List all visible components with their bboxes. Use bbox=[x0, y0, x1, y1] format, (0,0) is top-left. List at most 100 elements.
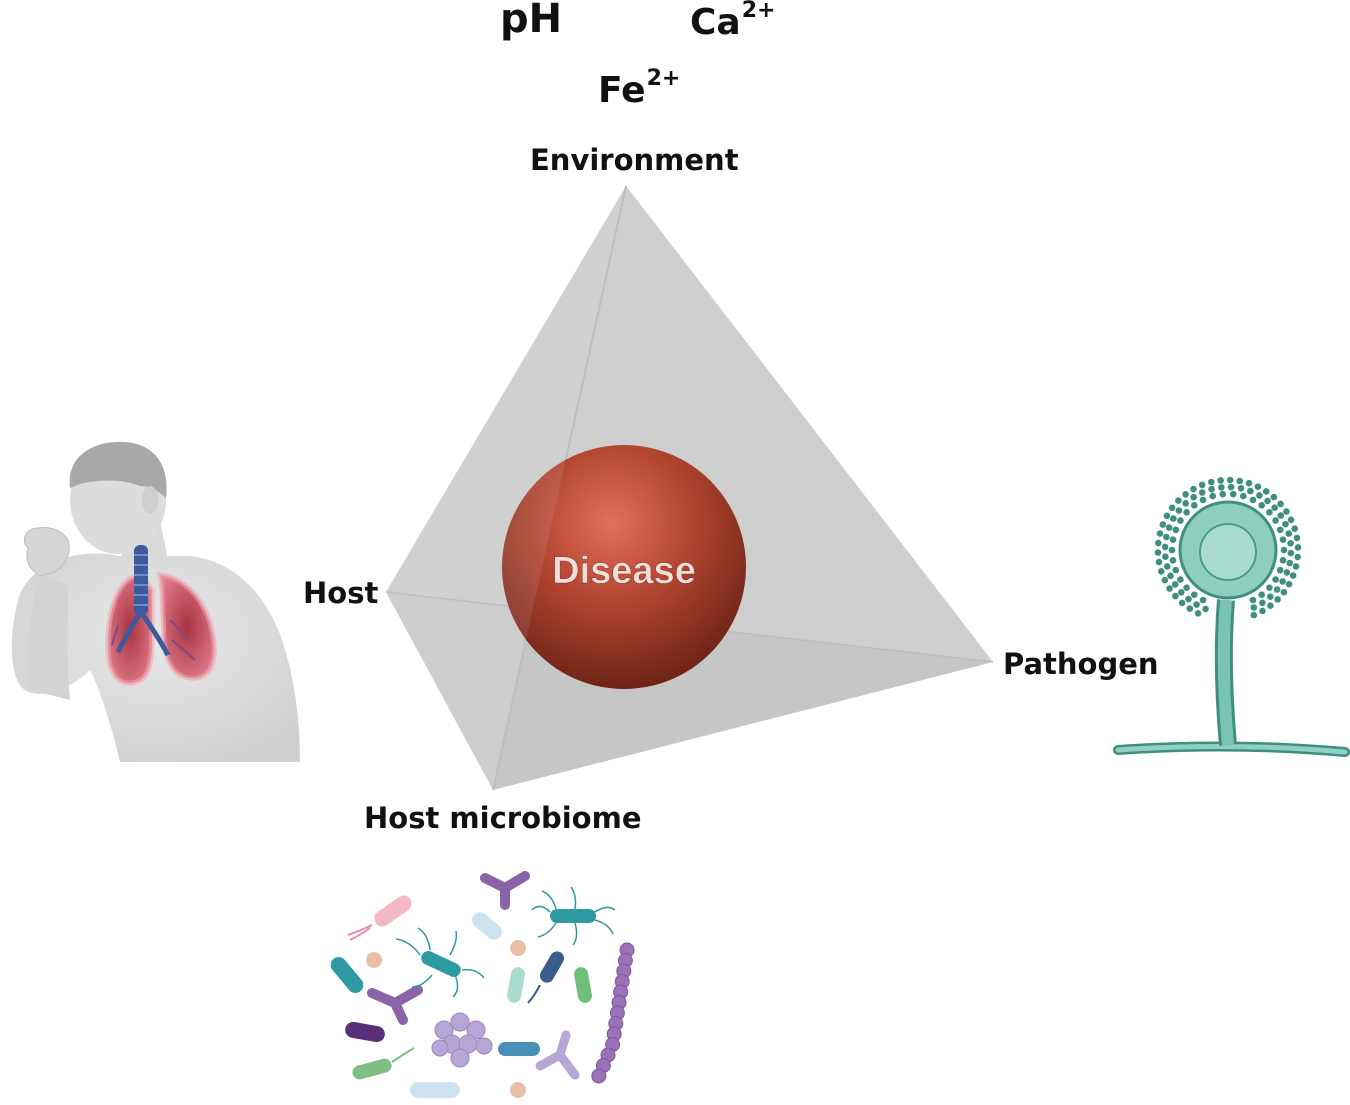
conidium bbox=[1168, 504, 1176, 512]
conidium bbox=[1191, 502, 1198, 509]
conidium bbox=[1277, 500, 1284, 508]
conidium bbox=[1163, 563, 1171, 570]
conidium bbox=[1161, 576, 1169, 584]
conidium bbox=[1202, 605, 1209, 613]
disease-label: Disease bbox=[552, 550, 696, 592]
streptococcus-cell bbox=[591, 1068, 607, 1084]
conidium bbox=[1272, 517, 1279, 524]
conidium bbox=[1177, 517, 1184, 524]
conidium bbox=[1193, 601, 1200, 608]
conidium bbox=[1283, 569, 1291, 576]
calcium-symbol: Ca bbox=[690, 2, 741, 43]
pathogen-label: Pathogen bbox=[1003, 647, 1159, 681]
conidium bbox=[1286, 559, 1293, 567]
conidium bbox=[1259, 607, 1266, 615]
conidium bbox=[1285, 530, 1293, 537]
iron-symbol: Fe bbox=[598, 70, 646, 111]
conidium bbox=[1292, 563, 1300, 570]
conidium bbox=[1279, 578, 1286, 585]
conidium bbox=[1272, 576, 1279, 583]
conidium bbox=[1165, 524, 1173, 531]
conidium bbox=[1279, 557, 1287, 564]
host-microbiome-label: Host microbiome bbox=[364, 801, 642, 835]
conidium bbox=[1267, 602, 1274, 609]
conidium bbox=[1194, 610, 1202, 617]
conidium bbox=[1266, 584, 1273, 591]
conidium bbox=[1199, 596, 1207, 604]
conidium bbox=[1182, 500, 1189, 507]
conidium bbox=[1291, 525, 1298, 532]
conidium bbox=[1198, 489, 1206, 496]
conidium bbox=[1161, 543, 1169, 551]
conidium bbox=[1155, 558, 1163, 566]
conidium bbox=[1250, 604, 1258, 611]
conidium bbox=[1245, 479, 1253, 487]
conidium bbox=[1259, 599, 1266, 607]
conidium bbox=[1273, 586, 1281, 593]
conidium bbox=[1175, 497, 1182, 504]
conidium bbox=[1190, 493, 1197, 501]
conidium bbox=[1274, 596, 1281, 603]
conidium bbox=[1240, 492, 1247, 500]
conidium bbox=[1166, 585, 1173, 592]
conidium bbox=[1280, 546, 1288, 554]
conidium bbox=[1294, 544, 1302, 551]
environment-label: Environment bbox=[530, 143, 739, 177]
conidium bbox=[1249, 496, 1257, 504]
conidium bbox=[1183, 509, 1190, 516]
conidium bbox=[1208, 485, 1215, 493]
ph-label: pH bbox=[500, 0, 562, 42]
conidium bbox=[1258, 591, 1265, 598]
conidium bbox=[1154, 549, 1162, 556]
conidium bbox=[1168, 546, 1176, 554]
calcium-charge: 2+ bbox=[741, 0, 776, 23]
conidium bbox=[1289, 572, 1297, 579]
conidium bbox=[1256, 492, 1263, 499]
conidium bbox=[1249, 596, 1257, 604]
conidium bbox=[1277, 512, 1285, 519]
conidium bbox=[1276, 526, 1284, 534]
conidium bbox=[1226, 476, 1234, 484]
conidium bbox=[1283, 508, 1290, 515]
conidium bbox=[1229, 490, 1237, 498]
conidium bbox=[1270, 493, 1278, 501]
conidium bbox=[1172, 526, 1180, 534]
conidium bbox=[1267, 593, 1274, 600]
conidium bbox=[1198, 481, 1206, 489]
conidium bbox=[1199, 496, 1207, 504]
conidium bbox=[1163, 512, 1171, 520]
conidium bbox=[1162, 553, 1169, 560]
calcium-ion-label: Ca2+ bbox=[690, 0, 776, 43]
conidium bbox=[1167, 572, 1174, 580]
conidium bbox=[1170, 515, 1177, 522]
conidium bbox=[1155, 539, 1162, 547]
conidium bbox=[1287, 549, 1295, 557]
conidium bbox=[1183, 584, 1190, 591]
conidium bbox=[1262, 488, 1270, 495]
conidium bbox=[1276, 566, 1284, 574]
iron-ion-label: Fe2+ bbox=[598, 66, 680, 111]
conidium bbox=[1254, 483, 1262, 491]
conidium bbox=[1217, 477, 1224, 484]
conidium bbox=[1177, 576, 1184, 583]
conidium bbox=[1294, 553, 1301, 561]
disease-sphere bbox=[386, 186, 746, 790]
conidium bbox=[1227, 483, 1235, 491]
pathogen-fungus-illustration bbox=[1113, 476, 1350, 757]
conidium bbox=[1236, 477, 1243, 485]
conidium bbox=[1158, 568, 1165, 575]
host-person-illustration bbox=[11, 441, 300, 762]
conidium bbox=[1287, 516, 1295, 524]
conidium bbox=[1190, 485, 1197, 493]
conidium bbox=[1208, 478, 1215, 486]
conidium bbox=[1169, 536, 1177, 543]
conidium bbox=[1258, 502, 1265, 509]
conidium bbox=[1172, 566, 1180, 574]
conidium bbox=[1175, 507, 1183, 514]
microbiome-illustration bbox=[330, 871, 635, 1098]
conidium bbox=[1287, 540, 1294, 547]
conidium bbox=[1171, 581, 1179, 588]
conidium bbox=[1250, 611, 1258, 619]
conidium bbox=[1163, 533, 1170, 541]
